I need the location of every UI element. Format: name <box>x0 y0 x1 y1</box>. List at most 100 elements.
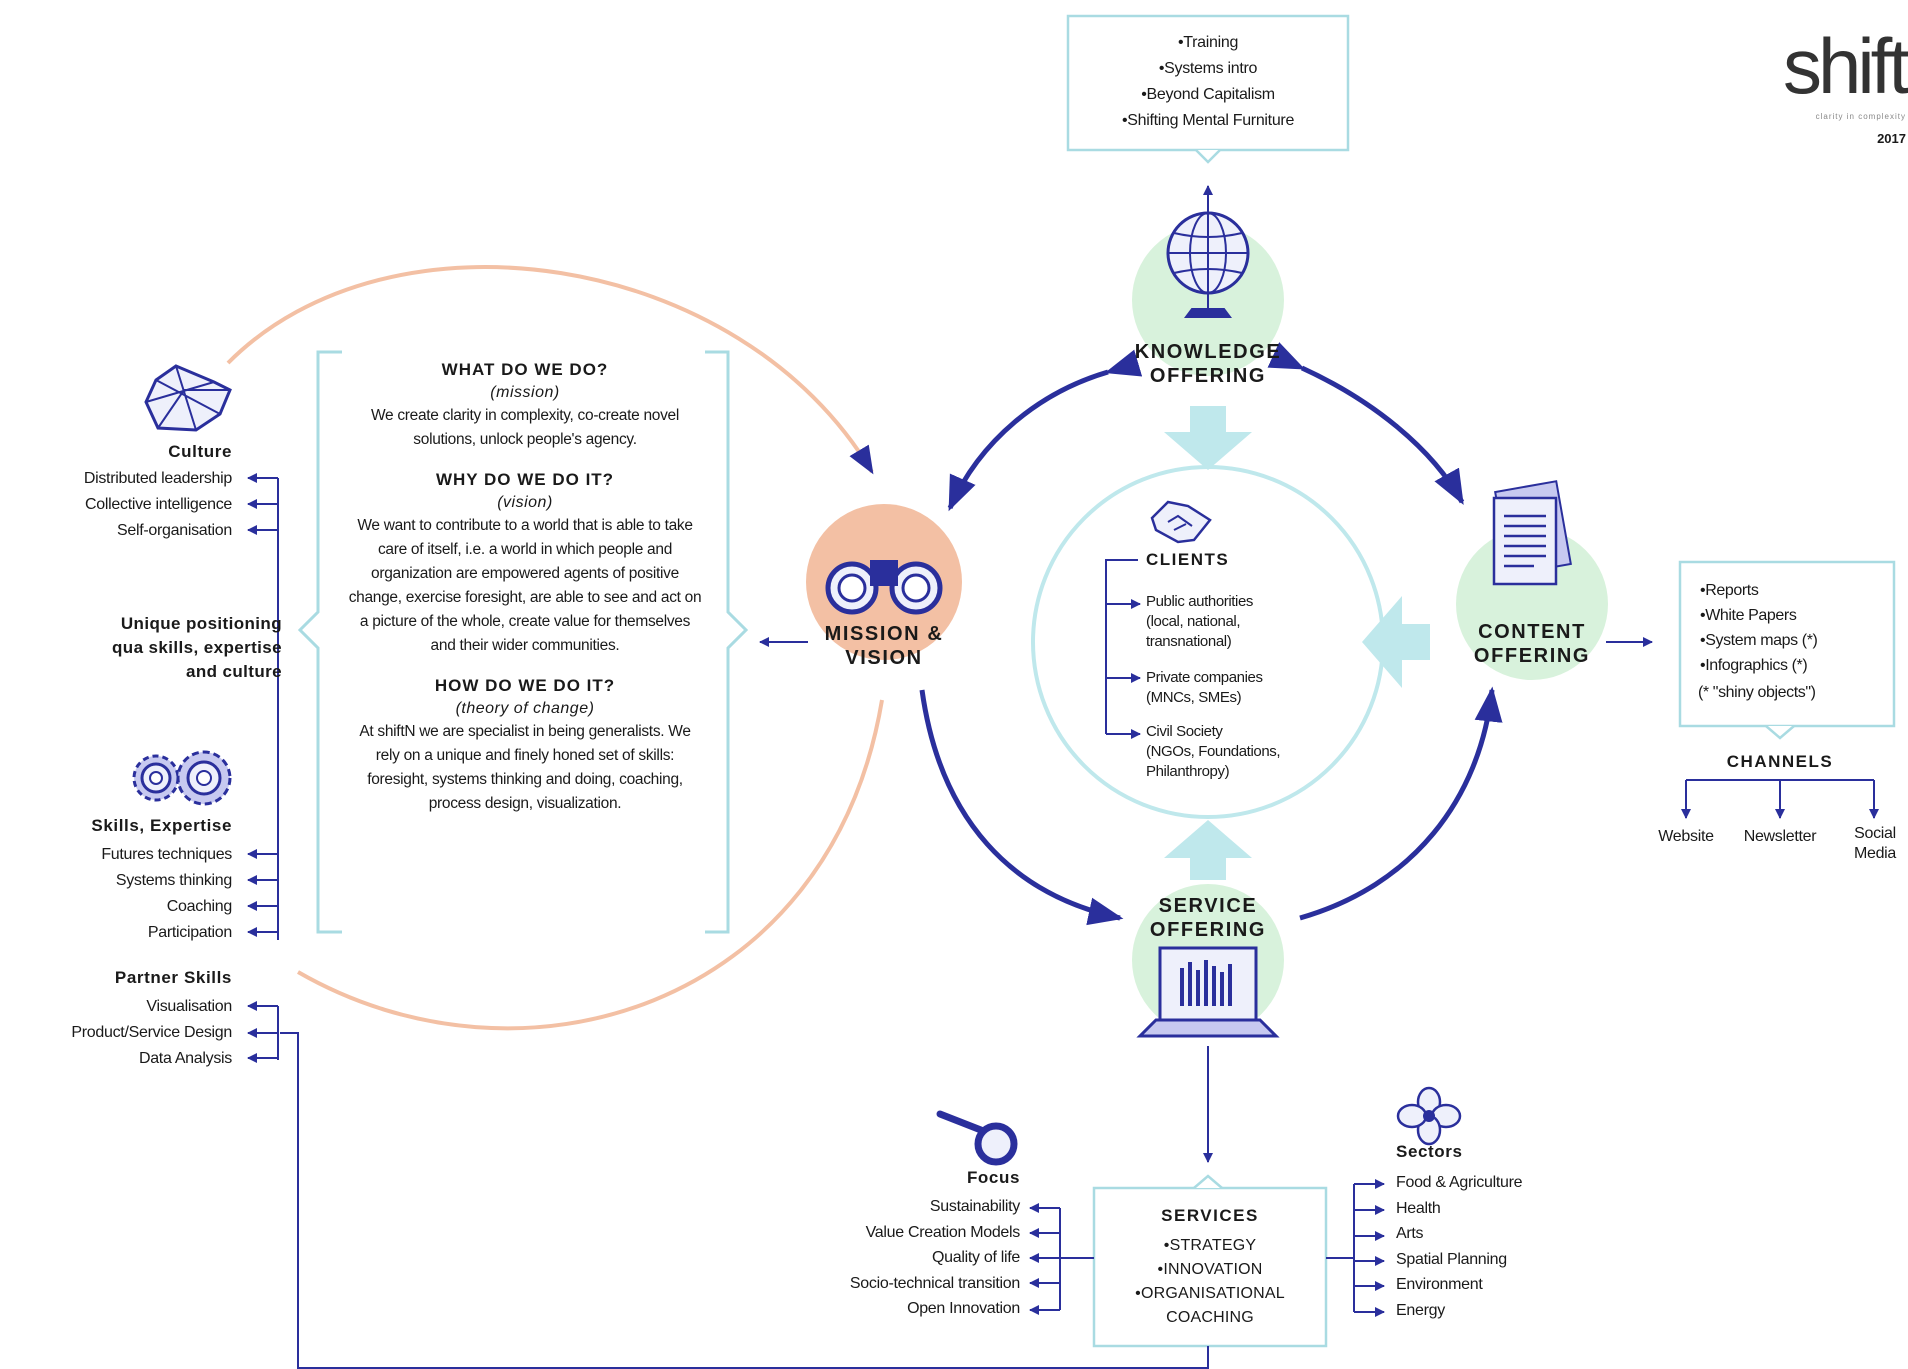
channel-social-media: Social Media <box>1853 825 1897 862</box>
sectors-item: Spatial Planning <box>1396 1250 1507 1268</box>
skills-item: Coaching <box>166 898 233 915</box>
services-list: STRATEGY INNOVATION ORGANISATIONAL COACH… <box>1100 1234 1320 1330</box>
clients-item-line: Civil Society <box>1146 723 1223 740</box>
focus-item: Sustainability <box>929 1198 1020 1215</box>
handshake-icon <box>1150 500 1212 544</box>
logo-tagline: clarity in complexity <box>1815 112 1906 121</box>
documents-icon <box>1492 480 1572 586</box>
sectors-item: Environment <box>1396 1276 1483 1294</box>
globe-icon <box>1166 211 1250 318</box>
skills-title: Skills, Expertise <box>91 816 232 835</box>
logo: shift clarity in complexity 2017 <box>1758 20 1908 150</box>
sectors-item: Arts <box>1396 1225 1424 1243</box>
clients-item: Public authorities (local, national, tra… <box>1146 592 1253 652</box>
content-offering-title: CONTENT OFFERING <box>1432 620 1632 668</box>
laptop-icon <box>1136 946 1280 1038</box>
question-how: HOW DO WE DO IT? <box>434 676 616 695</box>
answer-why: We want to contribute to a world that is… <box>348 517 702 654</box>
content-output-item: White Papers <box>1700 603 1890 628</box>
clients-item-line: Public authorities <box>1146 593 1254 610</box>
flower-icon <box>1396 1086 1462 1146</box>
partner-skills-item: Visualisation <box>146 998 232 1015</box>
magnifier-icon <box>936 1110 1018 1166</box>
gears-icon <box>132 750 232 806</box>
right-bracket <box>705 350 749 934</box>
content-title-line: CONTENT <box>1478 621 1586 643</box>
service-offering-title: SERVICE OFFERING <box>1108 894 1308 942</box>
focus-list: Sustainability Value Creation Models Qua… <box>720 1194 1020 1322</box>
clients-item: Private companies (MNCs, SMEs) <box>1146 668 1263 708</box>
content-output-item: System maps (*) <box>1700 628 1890 653</box>
culture-list: Distributed leadership Collective intell… <box>0 466 232 544</box>
arc-knowledge-content <box>1267 342 1465 506</box>
top-box-item: Training <box>1068 30 1348 56</box>
arc-mission-service <box>919 689 1124 926</box>
clients-item-line: (NGOs, Foundations, <box>1146 743 1281 760</box>
peach-arc <box>226 265 874 475</box>
question-what: WHAT DO WE DO? <box>441 360 609 379</box>
answer-what: We create clarity in complexity, co-crea… <box>370 407 680 448</box>
clients-title: CLIENTS <box>1146 550 1230 569</box>
focus-item: Open Innovation <box>907 1300 1020 1317</box>
channels-title: CHANNELS <box>1726 752 1834 771</box>
skills-item: Participation <box>147 924 232 941</box>
peach-arc-lower <box>297 699 884 1031</box>
top-box-item: Beyond Capitalism <box>1068 82 1348 108</box>
logo-year: 2017 <box>1877 131 1906 146</box>
answer-how: At shiftN we are specialist in being gen… <box>359 723 691 812</box>
mission-vision-title: MISSION & VISION <box>784 622 984 670</box>
sectors-list: Food & Agriculture Health Arts Spatial P… <box>1396 1170 1523 1324</box>
mission-text-block: WHAT DO WE DO? (mission) We create clari… <box>348 358 702 816</box>
arc-knowledge-mission <box>947 349 1143 512</box>
sectors-item: Energy <box>1396 1301 1445 1319</box>
content-outputs-list: Reports White Papers System maps (*) Inf… <box>1700 578 1890 678</box>
binoculars-icon <box>825 560 943 615</box>
top-box-item: Systems intro <box>1068 56 1348 82</box>
clients-item-line: transnational) <box>1146 633 1232 650</box>
clients-item-line: Philanthropy) <box>1146 763 1230 780</box>
content-title-line: OFFERING <box>1473 645 1591 667</box>
services-item: ORGANISATIONAL COACHING <box>1100 1282 1320 1330</box>
arrow-down-teal <box>1164 406 1252 470</box>
positioning-line: qua skills, expertise <box>112 638 282 657</box>
focus-item: Socio-technical transition <box>849 1274 1020 1292</box>
positioning-line: and culture <box>185 662 282 681</box>
service-title-line: OFFERING <box>1149 919 1267 941</box>
skills-list: Futures techniques Systems thinking Coac… <box>0 842 232 946</box>
sectors-item: Food & Agriculture <box>1396 1174 1523 1191</box>
services-title: SERVICES <box>1161 1206 1259 1225</box>
positioning-line: Unique positioning <box>120 614 282 633</box>
knowledge-offering-title: KNOWLEDGE OFFERING <box>1108 340 1308 388</box>
sectors-item: Health <box>1396 1199 1441 1217</box>
focus-title: Focus <box>966 1168 1020 1187</box>
knowledge-title-line: OFFERING <box>1149 365 1267 387</box>
content-output-item: Infographics (*) <box>1700 653 1890 678</box>
positioning-label: Unique positioning qua skills, expertise… <box>20 612 282 684</box>
top-box-list: Training Systems intro Beyond Capitalism… <box>1068 30 1348 134</box>
network-icon <box>144 364 232 432</box>
clients-item: Civil Society (NGOs, Foundations, Philan… <box>1146 722 1281 782</box>
sectors-title: Sectors <box>1396 1142 1463 1161</box>
content-outputs-note: (* "shiny objects") <box>1698 684 1816 701</box>
culture-item: Collective intelligence <box>85 496 232 513</box>
services-item: INNOVATION <box>1100 1258 1320 1282</box>
services-item: STRATEGY <box>1100 1234 1320 1258</box>
clients-item-line: (local, national, <box>1146 613 1241 630</box>
question-how-sub: (theory of change) <box>455 700 595 717</box>
top-box-item: Shifting Mental Furniture <box>1068 108 1348 134</box>
knowledge-title-line: KNOWLEDGE <box>1134 341 1282 363</box>
culture-item: Self-organisation <box>117 522 232 539</box>
partner-skills-item: Data Analysis <box>138 1050 232 1067</box>
left-bracket <box>297 350 342 934</box>
partner-skills-title: Partner Skills <box>114 968 232 987</box>
focus-item: Value Creation Models <box>865 1223 1021 1241</box>
clients-item-line: Private companies <box>1146 669 1263 686</box>
mission-title-line: VISION <box>845 647 923 669</box>
channel-newsletter: Newsletter <box>1743 828 1817 845</box>
question-why: WHY DO WE DO IT? <box>435 470 615 489</box>
partner-skills-item: Product/Service Design <box>71 1024 232 1041</box>
partner-skills-list: Visualisation Product/Service Design Dat… <box>0 994 232 1072</box>
arrow-left-teal <box>1362 596 1430 688</box>
question-why-sub: (vision) <box>497 494 553 511</box>
mission-title-line: MISSION & <box>824 623 944 645</box>
